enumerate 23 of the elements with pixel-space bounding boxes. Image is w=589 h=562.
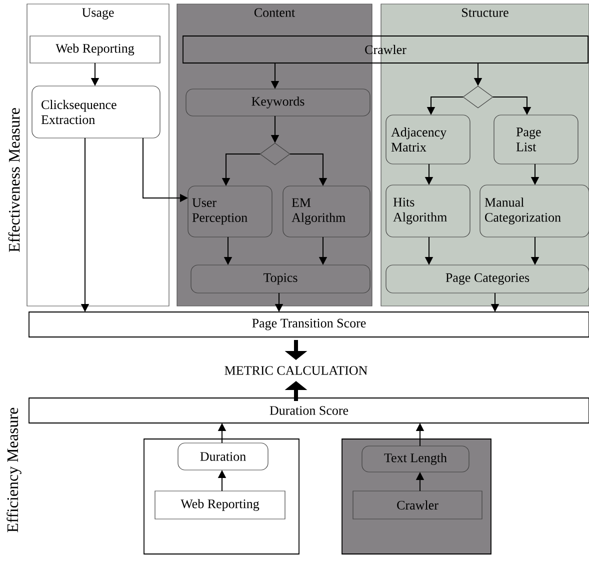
process-box: EM Algorithm [282, 186, 370, 238]
result-text: METRIC CALCULATION [224, 366, 368, 375]
process-box: Clicksequence Extraction [32, 86, 160, 138]
process-box: Keywords [186, 88, 370, 116]
side-label: Effectiveness Measure [8, 108, 20, 252]
decision-diamond [462, 86, 494, 108]
process-box: Adjacency Matrix [386, 114, 470, 164]
process-box: Topics [190, 264, 370, 294]
process-box: User Perception [188, 186, 272, 238]
process-box: Hits Algorithm [386, 184, 470, 238]
decision-diamond [260, 142, 290, 166]
source-box: Web Reporting [154, 490, 286, 520]
score-bar: Page Transition Score [28, 312, 589, 338]
process-box: Page Categories [386, 264, 589, 294]
score-bar: Duration Score [28, 398, 589, 424]
process-box: Duration [178, 442, 268, 470]
process-box: Manual Categorization [480, 184, 589, 238]
side-label: Efficiency Measure [6, 408, 22, 532]
source-box: Web Reporting [30, 36, 160, 64]
process-box: Text Length [362, 446, 470, 472]
source-box: Crawler [352, 490, 482, 520]
source-box: Crawler [182, 36, 588, 64]
process-box: Page List [494, 114, 578, 164]
